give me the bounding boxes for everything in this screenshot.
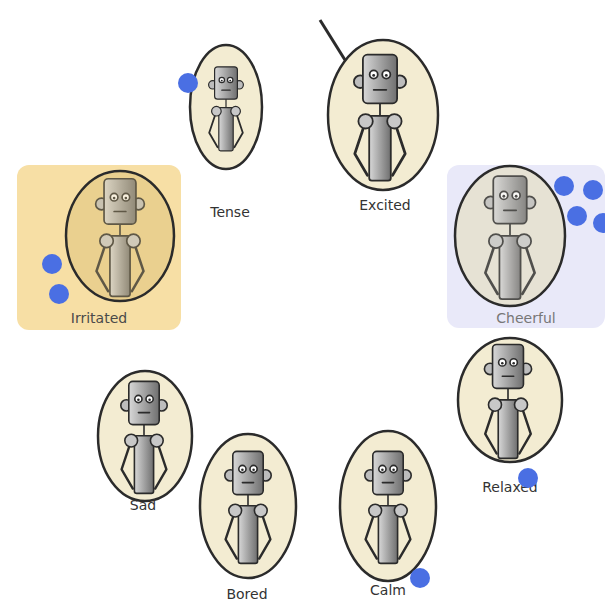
tense-robot xyxy=(209,67,244,151)
vote-dot xyxy=(42,254,62,274)
cheerful-robot xyxy=(484,176,535,299)
oval-shape xyxy=(340,431,436,581)
emotion-label: Tense xyxy=(176,202,284,222)
oval-shape xyxy=(66,171,174,301)
sad-robot xyxy=(121,381,167,493)
emotion-label: Calm xyxy=(332,580,444,600)
vote-dot xyxy=(593,213,605,233)
vote-dot xyxy=(518,468,538,488)
oval-outline xyxy=(86,330,200,518)
excited-robot xyxy=(354,55,406,181)
oval-outline xyxy=(332,420,444,604)
emotion-oval: Tense xyxy=(176,40,284,225)
emotion-oval: Excited xyxy=(318,5,452,220)
emotion-label: Relaxed xyxy=(450,477,570,497)
oval-shape xyxy=(328,40,438,190)
emotion-oval: Sad xyxy=(86,330,200,518)
oval-outline xyxy=(176,40,284,225)
emotion-oval: Relaxed xyxy=(450,335,570,500)
highlight-card: Cheerful xyxy=(447,165,605,328)
oval-shape xyxy=(200,434,296,578)
highlight-card: Irritated xyxy=(17,165,181,330)
vote-dot xyxy=(567,206,587,226)
irritated-robot xyxy=(96,179,145,297)
oval-shape xyxy=(98,371,192,501)
oval-outline xyxy=(447,165,605,328)
oval-outline xyxy=(318,5,452,220)
oval-outline xyxy=(192,425,302,606)
emotion-oval: Bored xyxy=(192,425,302,606)
oval-outline xyxy=(17,165,181,330)
calm-robot xyxy=(365,451,411,563)
oval-outline xyxy=(450,335,570,500)
relaxed-robot xyxy=(484,345,531,459)
oval-shape xyxy=(458,338,562,462)
emotion-label: Irritated xyxy=(17,308,181,328)
vote-dot xyxy=(583,180,603,200)
vote-dots xyxy=(42,73,605,588)
vote-dot xyxy=(178,73,198,93)
emotion-label: Sad xyxy=(86,495,200,515)
vote-dot xyxy=(410,568,430,588)
emotion-oval: Calm xyxy=(332,420,444,604)
emotion-label: Cheerful xyxy=(447,308,605,328)
vote-dot xyxy=(49,284,69,304)
emotion-label: Bored xyxy=(192,584,302,604)
bored-robot xyxy=(225,451,271,563)
raised-arm xyxy=(320,20,345,60)
emotion-label: Excited xyxy=(318,195,452,215)
vote-dot xyxy=(554,176,574,196)
oval-shape xyxy=(455,166,565,306)
oval-shape xyxy=(190,45,262,169)
